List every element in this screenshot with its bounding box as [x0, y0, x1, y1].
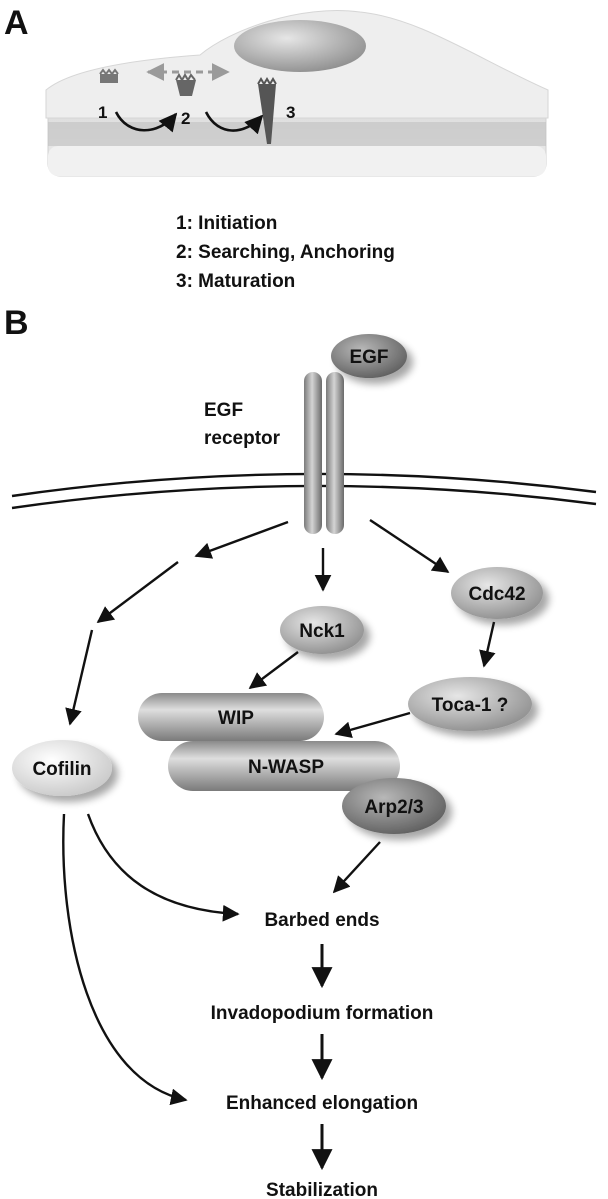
egf-receptor	[304, 372, 344, 534]
legend-maturation: 3: Maturation	[176, 271, 295, 292]
arrow-path2	[96, 561, 179, 624]
nwasp-node: N-WASP	[168, 741, 400, 791]
nck1-label: Nck1	[299, 621, 345, 642]
elongation-label: Enhanced elongation	[226, 1093, 418, 1114]
stage-2-shape	[175, 73, 196, 96]
arp23-node: Arp2/3	[342, 778, 446, 834]
toca1-label: Toca-1 ?	[432, 695, 509, 716]
egf-label: EGF	[349, 347, 388, 368]
cofilin-node: Cofilin	[12, 740, 112, 796]
stage-3-number: 3	[286, 103, 295, 122]
arrow-receptor-path1	[194, 520, 289, 559]
barbed-ends-label: Barbed ends	[264, 910, 379, 931]
receptor-label-2: receptor	[204, 428, 281, 449]
cdc42-label: Cdc42	[468, 584, 525, 605]
stage-3-shape	[257, 77, 277, 144]
cell-illustration	[45, 10, 549, 177]
stage-2-number: 2	[181, 109, 190, 128]
panel-b-label: B	[4, 304, 29, 342]
nwasp-label: N-WASP	[248, 757, 324, 778]
egf-node: EGF	[331, 334, 407, 378]
arrow-cofilin-elongation	[62, 813, 188, 1106]
cofilin-label: Cofilin	[32, 759, 91, 780]
stage-1-number: 1	[98, 103, 107, 122]
arrow-cofilin-barbed	[86, 813, 240, 922]
arrow-2-to-3	[204, 111, 264, 135]
arrow-cdc42-toca1	[479, 621, 496, 668]
arrow-receptor-cdc42	[369, 519, 450, 573]
nck1-node: Nck1	[280, 606, 364, 654]
cdc42-node: Cdc42	[451, 567, 543, 619]
nucleus	[234, 20, 366, 72]
wip-node: WIP	[138, 693, 324, 741]
wip-label: WIP	[218, 708, 254, 729]
legend-searching: 2: Searching, Anchoring	[176, 242, 395, 263]
stage-1-shape	[99, 68, 119, 83]
arrow-nck1-wip	[248, 651, 299, 690]
arrow-toca1-nwasp	[334, 711, 411, 738]
panel-a-label: A	[4, 4, 29, 42]
arp23-label: Arp2/3	[364, 797, 423, 818]
legend-initiation: 1: Initiation	[176, 213, 277, 234]
toca1-node: Toca-1 ?	[408, 677, 532, 731]
receptor-label-1: EGF	[204, 400, 243, 421]
arrow-1-to-2	[114, 111, 178, 133]
arrow-to-cofilin	[65, 629, 94, 726]
invadopodium-label: Invadopodium formation	[211, 1003, 434, 1024]
stabilization-label: Stabilization	[266, 1180, 378, 1199]
arrow-arp23-barbed	[332, 841, 381, 894]
